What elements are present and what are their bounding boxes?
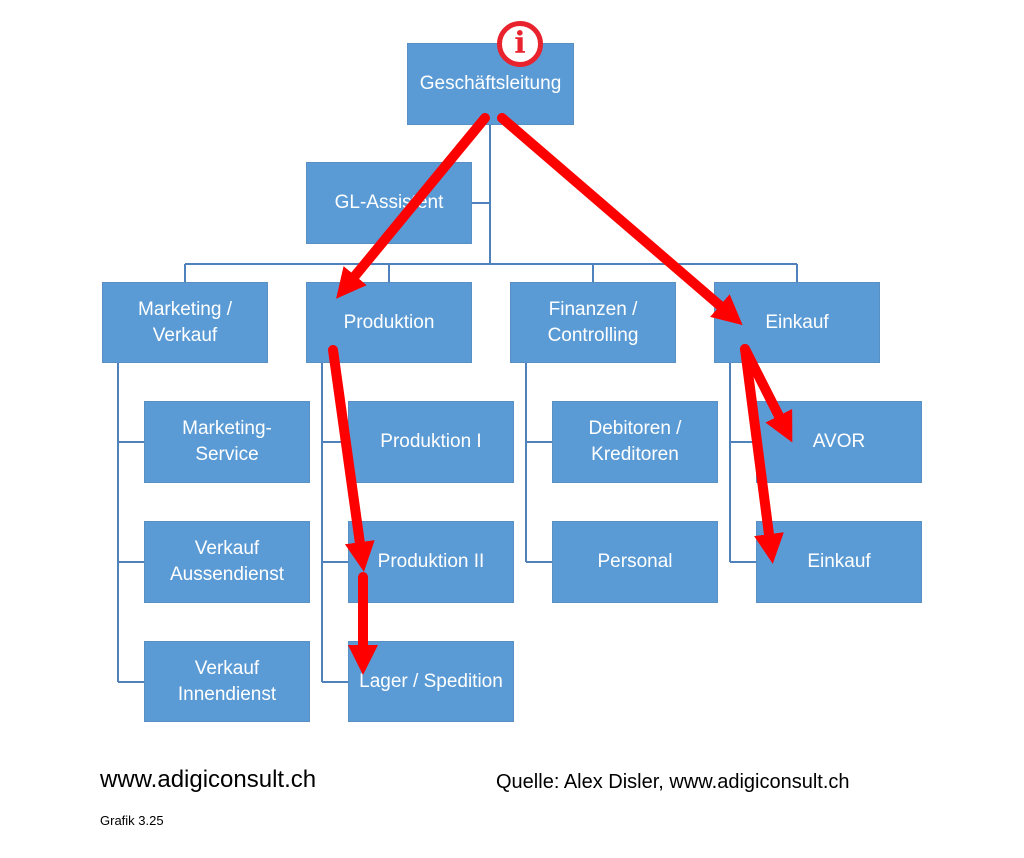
node-label: Einkauf [765,311,829,333]
node-label: Produktion [343,311,435,333]
node-personal: Personal [552,521,718,603]
node-label-line: Verkauf [194,538,260,559]
connector-lines [117,125,798,683]
node-label-line: Verkauf [152,324,218,346]
node-label: AVOR [812,431,866,452]
arrow-einkauf-to-avor [740,344,793,443]
footer-website: www.adigiconsult.ch [100,766,317,793]
node-label: Lager / Spedition [359,670,503,692]
footer-source: Quelle: Alex Disler, www.adigiconsult.ch [496,771,850,793]
arrow-produktion-to-produktion-2 [328,345,375,572]
node-finanzen-controlling: Finanzen / Controlling [510,282,676,363]
node-verkauf-innendienst: Verkauf Innendienst [144,641,310,722]
node-label-line: Innendienst [177,683,277,705]
node-label: Einkauf [807,551,871,572]
node-marketing-service: Marketing- Service [144,401,310,483]
node-label-line: Debitoren / [588,418,682,439]
node-label-line: Verkauf [194,657,260,679]
node-label: Produktion I [380,431,482,452]
node-label-line: Marketing- [182,418,272,439]
node-label: Produktion II [377,551,485,572]
arrow-gl-to-einkauf [497,113,743,326]
node-label-line: Finanzen / [548,298,638,320]
node-label-line: Aussendienst [169,564,285,585]
info-icon: i [497,21,543,67]
node-verkauf-aussendienst: Verkauf Aussendienst [144,521,310,603]
node-produktion-2: Produktion II [348,521,514,603]
node-label-line: Kreditoren [591,444,679,465]
node-debitoren-kreditoren: Debitoren / Kreditoren [552,401,718,483]
node-label: Geschäftsleitung [419,73,562,94]
info-icon-glyph: i [514,26,526,61]
arrow-einkauf-to-einkauf-sub [740,344,784,564]
node-label-line: Controlling [547,324,639,346]
node-label: Personal [597,551,673,572]
figure-label: Grafik 3.25 [100,813,164,828]
node-produktion: Produktion [306,282,472,363]
arrow-gl-to-produktion [336,113,490,299]
node-label-line: Service [195,444,259,465]
node-marketing-verkauf: Marketing / Verkauf [102,282,268,363]
node-geschaeftsleitung: Geschäftsleitung [407,43,574,125]
node-label-line: Marketing / [138,298,232,320]
